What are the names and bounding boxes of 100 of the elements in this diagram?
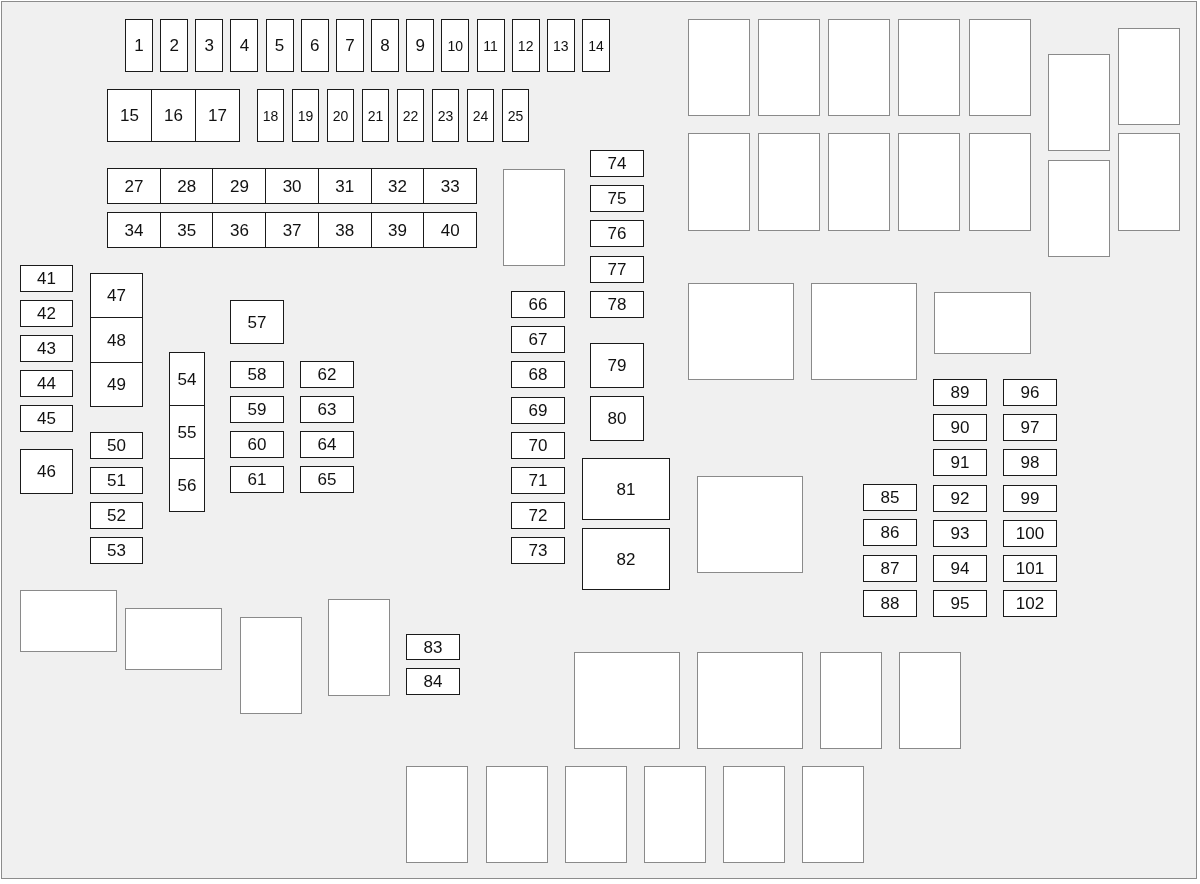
relay-slot [688,19,750,116]
relay-slot [644,766,706,863]
fuse-slot: 85 [863,484,917,511]
relay-slot [898,133,960,231]
fuse-slot: 80 [590,396,644,441]
fuse-slot: 86 [863,519,917,547]
relay-slot [406,766,468,863]
fuse-slot: 70 [511,431,565,459]
fuse-slot: 41 [20,265,73,292]
fuse-slot: 18 [257,89,284,142]
fuse-slot: 24 [467,89,494,142]
fuse-slot: 62 [300,361,354,388]
fuse-slot: 102 [1003,590,1057,618]
fuse-slot: 83 [406,634,460,660]
fuse-slot: 9 [406,19,435,72]
fuse-slot: 56 [169,458,205,512]
relay-slot [898,19,960,116]
fuse-slot: 7 [335,19,364,72]
fuse-slot: 74 [590,150,644,177]
fuse-slot: 19 [292,89,319,142]
relay-slot [802,766,864,863]
fuse-slot: 99 [1003,484,1057,512]
fuse-slot: 48 [90,317,143,363]
fuse-slot: 13 [546,19,575,72]
fuse-slot: 71 [511,467,565,494]
fuse-slot: 29 [212,168,267,204]
fuse-slot: 91 [933,449,987,477]
fuse-slot: 30 [265,168,320,204]
fuse-slot: 51 [90,467,143,494]
relay-slot [565,766,627,863]
fuse-slot: 36 [212,212,267,248]
relay-slot [1118,28,1180,125]
relay-slot [828,19,890,116]
fuse-slot: 34 [107,212,161,248]
relay-slot [758,19,820,116]
fuse-slot: 44 [20,370,73,397]
relay-slot [697,476,803,573]
fuse-slot: 60 [230,431,284,458]
fuse-slot: 50 [90,432,143,459]
fuse-slot: 47 [90,273,143,319]
fuse-slot: 54 [169,352,205,406]
relay-slot [1118,133,1180,231]
fuse-slot: 98 [1003,449,1057,477]
fuse-slot: 61 [230,466,284,493]
fuse-slot: 63 [300,396,354,423]
fuse-slot: 84 [406,668,460,695]
fuse-slot: 94 [933,555,987,582]
relay-slot [328,599,390,696]
fuse-slot: 28 [159,168,214,204]
fuse-slot: 5 [265,19,294,72]
fuse-slot: 96 [1003,379,1057,406]
relay-slot [969,133,1031,231]
fuse-slot: 37 [265,212,320,248]
relay-slot [723,766,785,863]
fuse-slot: 46 [20,449,73,494]
fuse-slot: 97 [1003,414,1057,442]
fuse-slot: 32 [370,168,425,204]
relay-slot [20,590,117,652]
fuse-slot: 100 [1003,519,1057,547]
relay-slot [125,608,222,670]
fuse-slot: 69 [511,396,565,424]
relay-slot [697,652,803,749]
fuse-slot: 42 [20,300,73,327]
fuse-slot: 27 [107,168,161,204]
fuse-slot: 43 [20,335,73,362]
fuse-slot: 22 [397,89,424,142]
relay-slot [1048,160,1110,257]
relay-slot [486,766,548,863]
fuse-slot: 93 [933,519,987,547]
fuse-slot: 45 [20,405,73,432]
fuse-slot: 49 [90,361,143,408]
fuse-slot: 66 [511,291,565,318]
fuse-slot: 39 [370,212,425,248]
fuse-slot: 81 [582,458,670,520]
fuse-slot: 35 [159,212,214,248]
relay-slot [820,652,882,749]
fuse-slot: 59 [230,396,284,423]
relay-slot [688,283,794,380]
fuse-slot: 55 [169,405,205,459]
fuse-slot: 65 [300,466,354,493]
fuse-slot: 16 [151,89,196,142]
fuse-slot: 82 [582,528,670,590]
relay-slot [688,133,750,231]
relay-slot [1048,54,1110,151]
fuse-slot: 53 [90,537,143,564]
fuse-slot: 89 [933,379,987,406]
fuse-slot: 88 [863,589,917,617]
fuse-slot: 11 [476,19,505,72]
fuse-slot: 95 [933,590,987,618]
fuse-slot: 6 [300,19,329,72]
fuse-slot: 101 [1003,555,1057,582]
fuse-slot: 33 [423,168,478,204]
relay-slot [811,283,917,380]
fuse-slot: 79 [590,343,644,388]
fuse-slot: 31 [317,168,372,204]
fuse-slot: 4 [230,19,259,72]
relay-slot [503,169,565,266]
fuse-slot: 1 [125,19,153,72]
fuse-slot: 21 [362,89,389,142]
fuse-slot: 52 [90,502,143,529]
